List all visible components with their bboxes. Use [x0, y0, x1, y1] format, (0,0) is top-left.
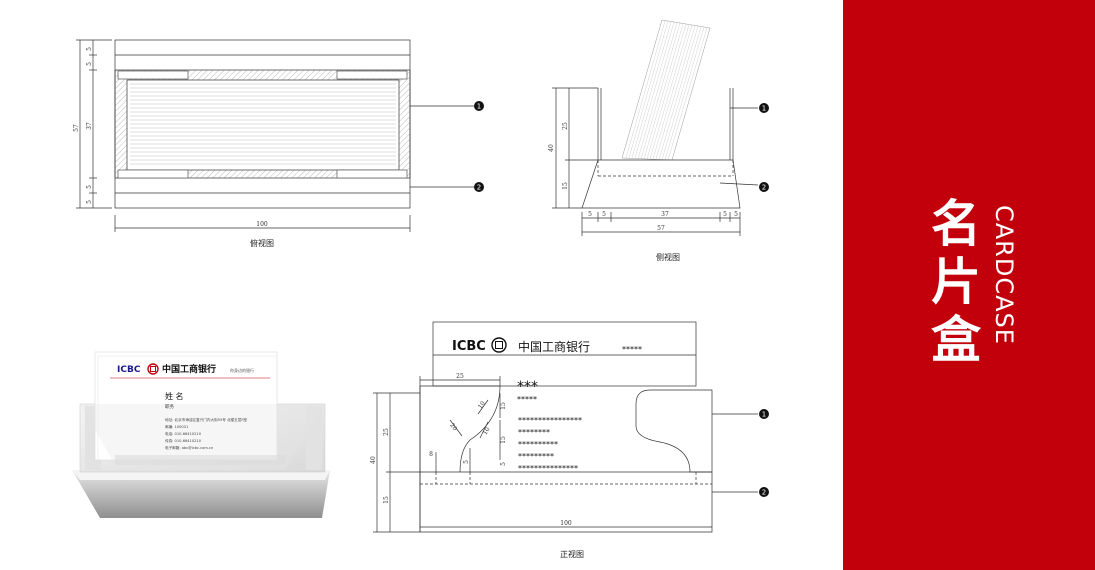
dim-front-width: 100 — [560, 520, 572, 527]
dim-front-r10b: 10 — [482, 426, 492, 436]
dim-front-height: 40 — [370, 456, 377, 464]
dim-side-inner: 37 — [661, 211, 669, 218]
front-view-card-content: ICBC 中国工商银行 ***** *** ***** ************… — [452, 337, 642, 473]
dim-front-cut-b: 15 — [500, 436, 507, 444]
photo-card-email: 电子邮箱: abc@icbc.com.cn — [165, 445, 213, 450]
product-photo: ICBC 中国工商银行 你身边的银行 姓 名 职务 地址: 北京市海淀区复兴门内… — [72, 351, 330, 518]
dim-edge-1: 5 — [86, 47, 93, 51]
front-view-dims: 40 25 15 25 15 15 8 5 5 10 20 10 100 正视图 — [370, 373, 584, 559]
dim-edge-4: 5 — [86, 200, 93, 204]
front-bank-name: 中国工商银行 — [518, 339, 590, 354]
dim-front-small-8: 8 — [429, 451, 433, 458]
title-english: CARDCASE — [990, 205, 1018, 345]
card-stack-lines — [625, 20, 708, 161]
title-char-2: 片 — [931, 253, 981, 311]
dim-side-upper: 25 — [562, 122, 569, 130]
dim-front-cut-a: 15 — [500, 402, 507, 410]
side-view-dims: 40 25 15 5 5 37 5 5 57 侧视图 — [548, 122, 738, 262]
dim-front-r20: 20 — [448, 422, 458, 432]
svg-text:2: 2 — [762, 489, 766, 497]
svg-text:1: 1 — [762, 411, 766, 419]
title-char-3: 盒 — [931, 311, 981, 369]
front-info-line-4: ********* — [518, 452, 554, 461]
dim-total-depth: 57 — [73, 124, 80, 132]
photo-card-fax: 传真: 010-66410210 — [165, 438, 202, 443]
front-info-line-3: ********** — [518, 440, 558, 449]
photo-card-address: 地址: 北京市海淀区复兴门内大街55号 北楼五层F座 — [165, 417, 247, 422]
dim-side-lower: 15 — [562, 182, 569, 190]
front-title-placeholder: ***** — [517, 395, 537, 404]
dim-front-small-5: 5 — [463, 460, 470, 464]
photo-card-postcode: 邮编: 100031 — [165, 424, 188, 429]
front-callouts: 1 2 — [759, 409, 769, 497]
front-info-line-1: **************** — [518, 416, 582, 425]
top-callouts: 1 2 — [474, 101, 484, 192]
dim-side-edge-2: 5 — [602, 211, 606, 218]
top-view — [76, 39, 474, 232]
top-view-caption: 俯视图 — [250, 238, 274, 248]
dim-length: 100 — [256, 221, 268, 228]
side-view — [552, 19, 759, 236]
dim-side-edge-4: 5 — [734, 211, 738, 218]
front-tagline: ***** — [622, 345, 642, 354]
dim-side-depth: 57 — [657, 225, 665, 232]
dim-front-top-width: 25 — [456, 373, 464, 380]
photo-card-logo: ICBC — [117, 365, 141, 375]
svg-text:2: 2 — [762, 184, 766, 192]
dim-side-edge-1: 5 — [588, 211, 592, 218]
title-char-1: 名 — [931, 195, 981, 253]
icbc-logo-icon — [491, 337, 507, 353]
top-view-dims: 57 37 5 5 5 5 100 俯视图 — [73, 47, 274, 248]
front-view — [373, 321, 758, 533]
dim-front-small-5b: 5 — [500, 462, 507, 466]
photo-card-phone: 电话: 010-66410210 — [165, 431, 202, 436]
side-callouts: 1 2 — [759, 103, 769, 192]
dim-inner: 37 — [86, 122, 93, 130]
svg-text:1: 1 — [762, 105, 766, 113]
front-name-placeholder: *** — [517, 379, 538, 395]
photo-card-position: 职务 — [165, 403, 174, 410]
front-info-line-2: ******** — [518, 428, 550, 437]
photo-card-slogan: 你身边的银行 — [230, 367, 254, 373]
dim-side-edge-3: 5 — [723, 211, 727, 218]
icbc-logo-icon — [147, 363, 159, 375]
dim-front-r10: 10 — [477, 400, 487, 410]
svg-text:2: 2 — [477, 184, 481, 192]
photo-card — [94, 351, 278, 461]
svg-text:1: 1 — [477, 103, 481, 111]
dim-edge-3: 5 — [86, 185, 93, 189]
photo-card-name: 姓 名 — [165, 391, 184, 401]
photo-card-bank: 中国工商银行 — [162, 363, 216, 375]
dim-edge-2: 5 — [86, 62, 93, 66]
dim-side-height: 40 — [548, 144, 555, 152]
card-lines — [130, 83, 396, 165]
front-logo: ICBC — [452, 339, 486, 354]
title-chinese: 名 片 盒 — [925, 195, 987, 369]
dim-front-lower: 15 — [383, 496, 390, 504]
title-panel — [843, 0, 1095, 570]
front-info-line-5: *************** — [518, 464, 578, 473]
dim-front-upper: 25 — [383, 428, 390, 436]
side-view-caption: 侧视图 — [656, 252, 680, 262]
front-view-caption: 正视图 — [560, 549, 584, 559]
